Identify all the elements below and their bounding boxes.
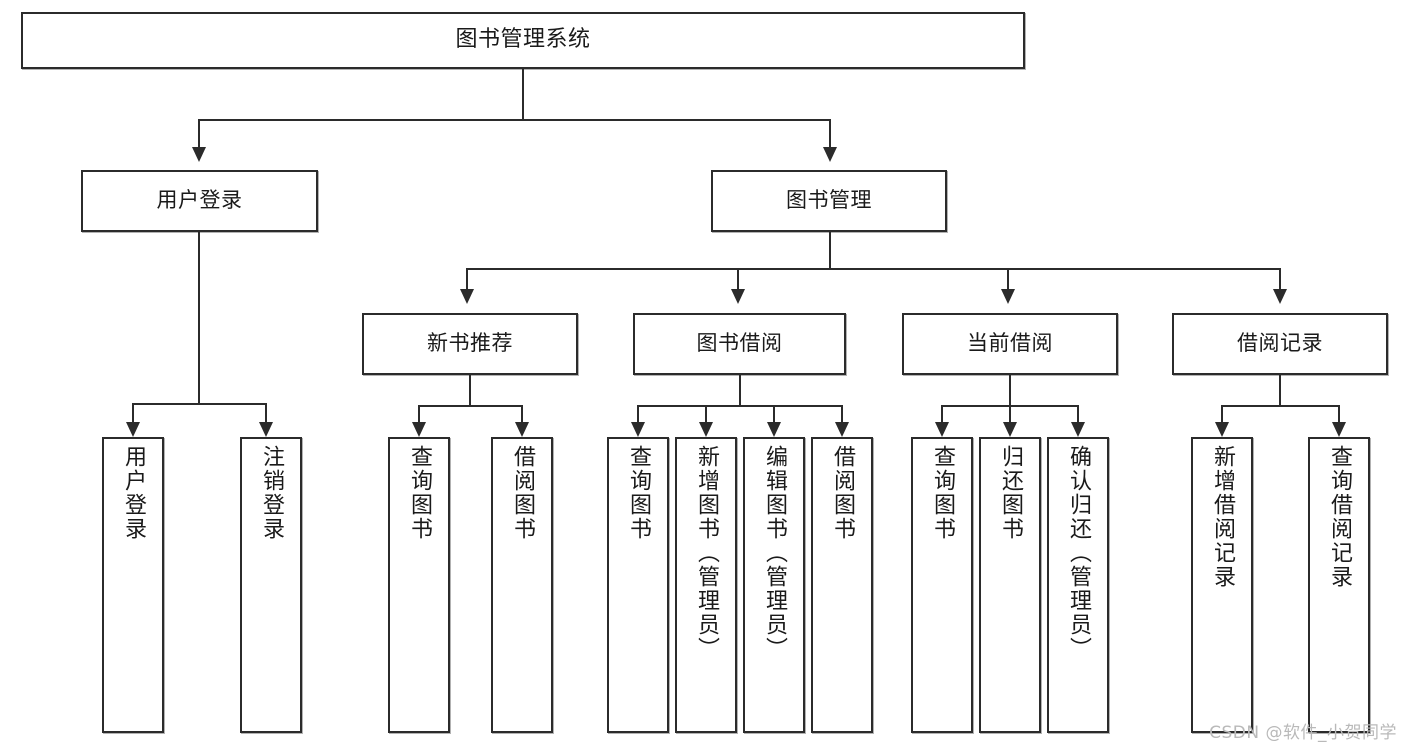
node-label: 查询图书 <box>407 445 432 541</box>
connector-book-borrow-stem <box>739 375 741 406</box>
arrow-to-leaf-borrow-book-b <box>835 422 849 437</box>
leaf-query-book-current[interactable]: 查询图书 <box>911 437 973 733</box>
arrow-to-leaf-edit-book <box>767 422 781 437</box>
arrow-to-leaf-confirm-return <box>1071 422 1085 437</box>
arrow-to-leaf-borrow-book-a <box>515 422 529 437</box>
connector-new-book-bar <box>418 405 522 407</box>
connector-level3-drop-4 <box>1279 268 1281 290</box>
connector-borrow-record-drop-2 <box>1338 405 1340 423</box>
connector-book-borrow-drop-3 <box>773 405 775 423</box>
node-label: 查询图书 <box>626 445 651 541</box>
arrow-to-leaf-query-book-a <box>412 422 426 437</box>
arrow-to-new-book <box>460 289 474 304</box>
connector-user-login-stem <box>198 232 200 404</box>
node-label: 归还图书 <box>998 445 1023 541</box>
leaf-add-book-admin[interactable]: 新增图书（管理员） <box>675 437 737 733</box>
connector-current-borrow-drop-3 <box>1077 405 1079 423</box>
node-book-borrow[interactable]: 图书借阅 <box>633 313 846 375</box>
connector-book-borrow-drop-1 <box>637 405 639 423</box>
node-label: 图书借阅 <box>696 331 783 356</box>
node-label: 查询借阅记录 <box>1327 445 1352 589</box>
leaf-edit-book-admin[interactable]: 编辑图书（管理员） <box>743 437 805 733</box>
node-label: 图书管理系统 <box>455 27 591 53</box>
node-label: 借阅记录 <box>1237 331 1323 356</box>
node-root-library-system[interactable]: 图书管理系统 <box>21 12 1025 69</box>
connector-current-borrow-drop-1 <box>941 405 943 423</box>
node-current-borrow[interactable]: 当前借阅 <box>902 313 1118 375</box>
leaf-query-book-borrow[interactable]: 查询图书 <box>607 437 669 733</box>
node-label: 图书管理 <box>786 188 872 213</box>
leaf-user-login[interactable]: 用户登录 <box>102 437 164 733</box>
connector-level1-right-drop <box>829 119 831 147</box>
connector-user-login-bar <box>132 403 266 405</box>
connector-book-manage-stem <box>829 232 831 269</box>
arrow-to-leaf-user-login <box>126 422 140 437</box>
leaf-logout[interactable]: 注销登录 <box>240 437 302 733</box>
node-label: 注销登录 <box>259 445 284 541</box>
arrow-to-leaf-query-book-c <box>935 422 949 437</box>
connector-book-borrow-drop-4 <box>841 405 843 423</box>
leaf-confirm-return-admin[interactable]: 确认归还（管理员） <box>1047 437 1109 733</box>
leaf-borrow-book-new[interactable]: 借阅图书 <box>491 437 553 733</box>
connector-new-book-drop-2 <box>521 405 523 423</box>
connector-level3-drop-3 <box>1007 268 1009 290</box>
connector-level1-left-drop <box>198 119 200 147</box>
node-label: 借阅图书 <box>510 445 535 541</box>
node-label: 确认归还（管理员） <box>1066 445 1091 661</box>
leaf-query-borrow-record[interactable]: 查询借阅记录 <box>1308 437 1370 733</box>
connector-book-borrow-bar <box>637 405 842 407</box>
arrow-to-borrow-record <box>1273 289 1287 304</box>
leaf-return-book[interactable]: 归还图书 <box>979 437 1041 733</box>
arrow-to-leaf-logout <box>259 422 273 437</box>
connector-root-stem <box>522 69 524 120</box>
node-new-book-recommend[interactable]: 新书推荐 <box>362 313 578 375</box>
node-book-management[interactable]: 图书管理 <box>711 170 947 232</box>
arrow-to-leaf-return-book <box>1003 422 1017 437</box>
connector-level3-drop-2 <box>737 268 739 290</box>
arrow-to-leaf-query-book-b <box>631 422 645 437</box>
connector-new-book-stem <box>469 375 471 406</box>
arrow-to-book-borrow <box>731 289 745 304</box>
node-user-login[interactable]: 用户登录 <box>81 170 318 232</box>
connector-book-borrow-drop-2 <box>705 405 707 423</box>
node-label: 新增借阅记录 <box>1210 445 1235 589</box>
arrow-to-book-manage <box>823 147 837 162</box>
arrow-to-leaf-query-record <box>1332 422 1346 437</box>
leaf-add-borrow-record[interactable]: 新增借阅记录 <box>1191 437 1253 733</box>
node-label: 借阅图书 <box>830 445 855 541</box>
watermark-text: CSDN @软件_小贺同学 <box>1209 723 1397 743</box>
connector-borrow-record-drop-1 <box>1221 405 1223 423</box>
connector-new-book-drop-1 <box>418 405 420 423</box>
connector-user-login-drop-2 <box>265 403 267 423</box>
leaf-query-book-new[interactable]: 查询图书 <box>388 437 450 733</box>
connector-level3-bar <box>466 268 1280 270</box>
node-label: 新增图书（管理员） <box>694 445 719 661</box>
node-label: 用户登录 <box>156 188 243 213</box>
leaf-borrow-book[interactable]: 借阅图书 <box>811 437 873 733</box>
arrow-to-user-login <box>192 147 206 162</box>
connector-current-borrow-drop-2 <box>1009 405 1011 423</box>
arrow-to-current-borrow <box>1001 289 1015 304</box>
arrow-to-leaf-add-book <box>699 422 713 437</box>
node-label: 新书推荐 <box>427 331 513 356</box>
node-label: 查询图书 <box>930 445 955 541</box>
connector-level1-bar <box>198 119 830 121</box>
connector-user-login-drop-1 <box>132 403 134 423</box>
connector-borrow-record-stem <box>1279 375 1281 406</box>
node-label: 编辑图书（管理员） <box>762 445 787 661</box>
connector-level3-drop-1 <box>466 268 468 290</box>
arrow-to-leaf-add-record <box>1215 422 1229 437</box>
connector-borrow-record-bar <box>1221 405 1339 407</box>
node-borrow-record[interactable]: 借阅记录 <box>1172 313 1388 375</box>
connector-current-borrow-stem <box>1009 375 1011 406</box>
node-label: 当前借阅 <box>967 331 1053 356</box>
node-label: 用户登录 <box>121 445 146 541</box>
